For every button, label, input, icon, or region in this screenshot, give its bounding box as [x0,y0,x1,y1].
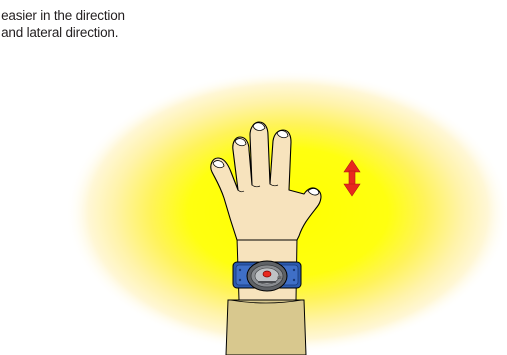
instruction-caption: s easier in the direction s and lateral … [0,7,300,41]
sleeve [226,300,306,355]
watch-ce-mark: CE [277,276,283,280]
caption-line-1: s easier in the direction [0,7,300,24]
caption-line-2: s and lateral direction. [0,24,300,41]
watch-red-button [263,271,271,277]
